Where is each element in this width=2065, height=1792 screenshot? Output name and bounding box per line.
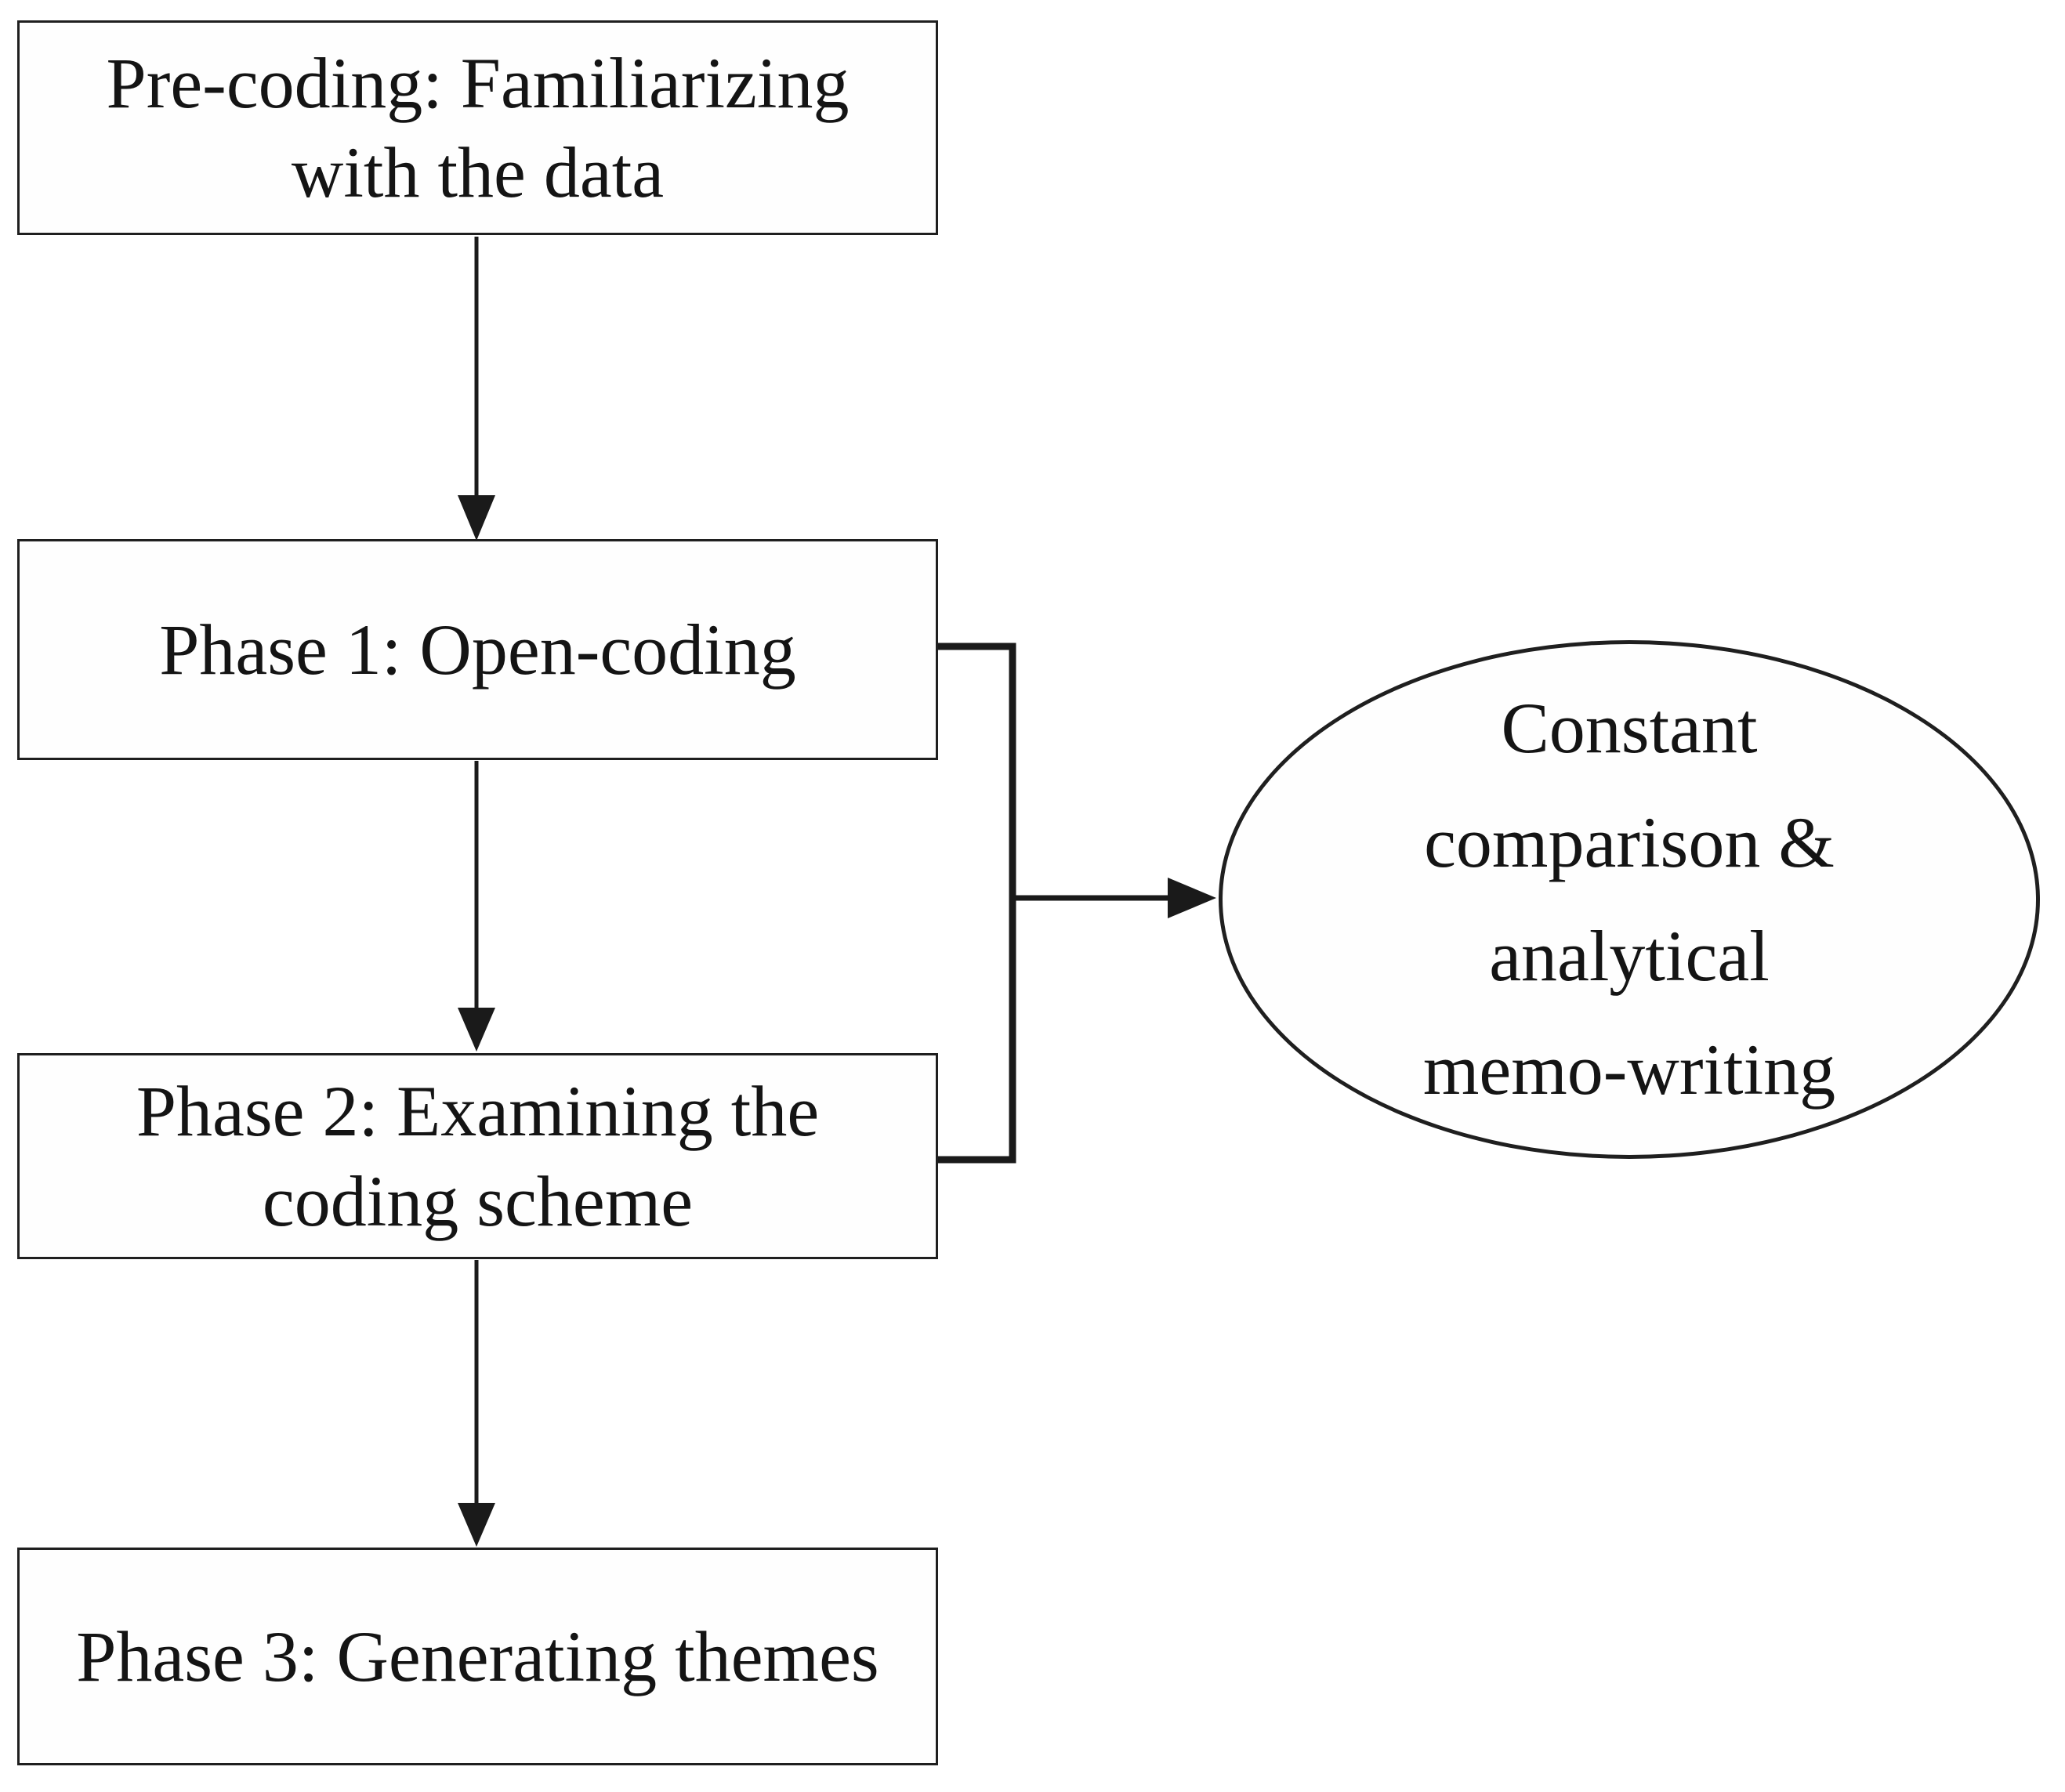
node-phase3-label: Phase 3: Generating themes bbox=[20, 1612, 936, 1701]
node-phase3-line: Phase 3: Generating themes bbox=[76, 1616, 879, 1696]
node-memoing-line: memo-writing bbox=[1422, 1030, 1836, 1110]
node-memoing-line: analytical bbox=[1489, 916, 1770, 996]
node-precoding-line: Pre-coding: Familiarizing bbox=[106, 42, 850, 123]
node-phase1: Phase 1: Open-coding bbox=[17, 539, 938, 760]
arrow-precoding-to-phase1 bbox=[458, 237, 495, 541]
node-memoing-line: Constant bbox=[1501, 688, 1758, 769]
node-memoing-line: comparison & bbox=[1424, 802, 1835, 882]
node-phase2: Phase 2: Examining the coding scheme bbox=[17, 1053, 938, 1259]
node-phase1-label: Phase 1: Open-coding bbox=[20, 605, 936, 694]
arrow-phase1-to-phase2 bbox=[458, 761, 495, 1052]
node-constant-comparison-memoing: Constant comparison & analytical memo-wr… bbox=[1219, 640, 2040, 1159]
arrow-bracket-to-memoing bbox=[1013, 878, 1216, 918]
arrow-phase2-to-phase3 bbox=[458, 1260, 495, 1547]
node-phase3: Phase 3: Generating themes bbox=[17, 1548, 938, 1765]
node-memoing-label: Constant comparison & analytical memo-wr… bbox=[1223, 672, 2036, 1127]
node-precoding: Pre-coding: Familiarizing with the data bbox=[17, 20, 938, 235]
node-phase2-label: Phase 2: Examining the coding scheme bbox=[20, 1066, 936, 1245]
node-phase1-line: Phase 1: Open-coding bbox=[159, 609, 796, 690]
node-phase2-line: coding scheme bbox=[262, 1160, 694, 1241]
node-precoding-line: with the data bbox=[291, 132, 665, 212]
node-phase2-line: Phase 2: Examining the bbox=[136, 1071, 820, 1152]
node-precoding-label: Pre-coding: Familiarizing with the data bbox=[20, 38, 936, 217]
bracket-phase1-phase2 bbox=[938, 643, 1016, 1164]
